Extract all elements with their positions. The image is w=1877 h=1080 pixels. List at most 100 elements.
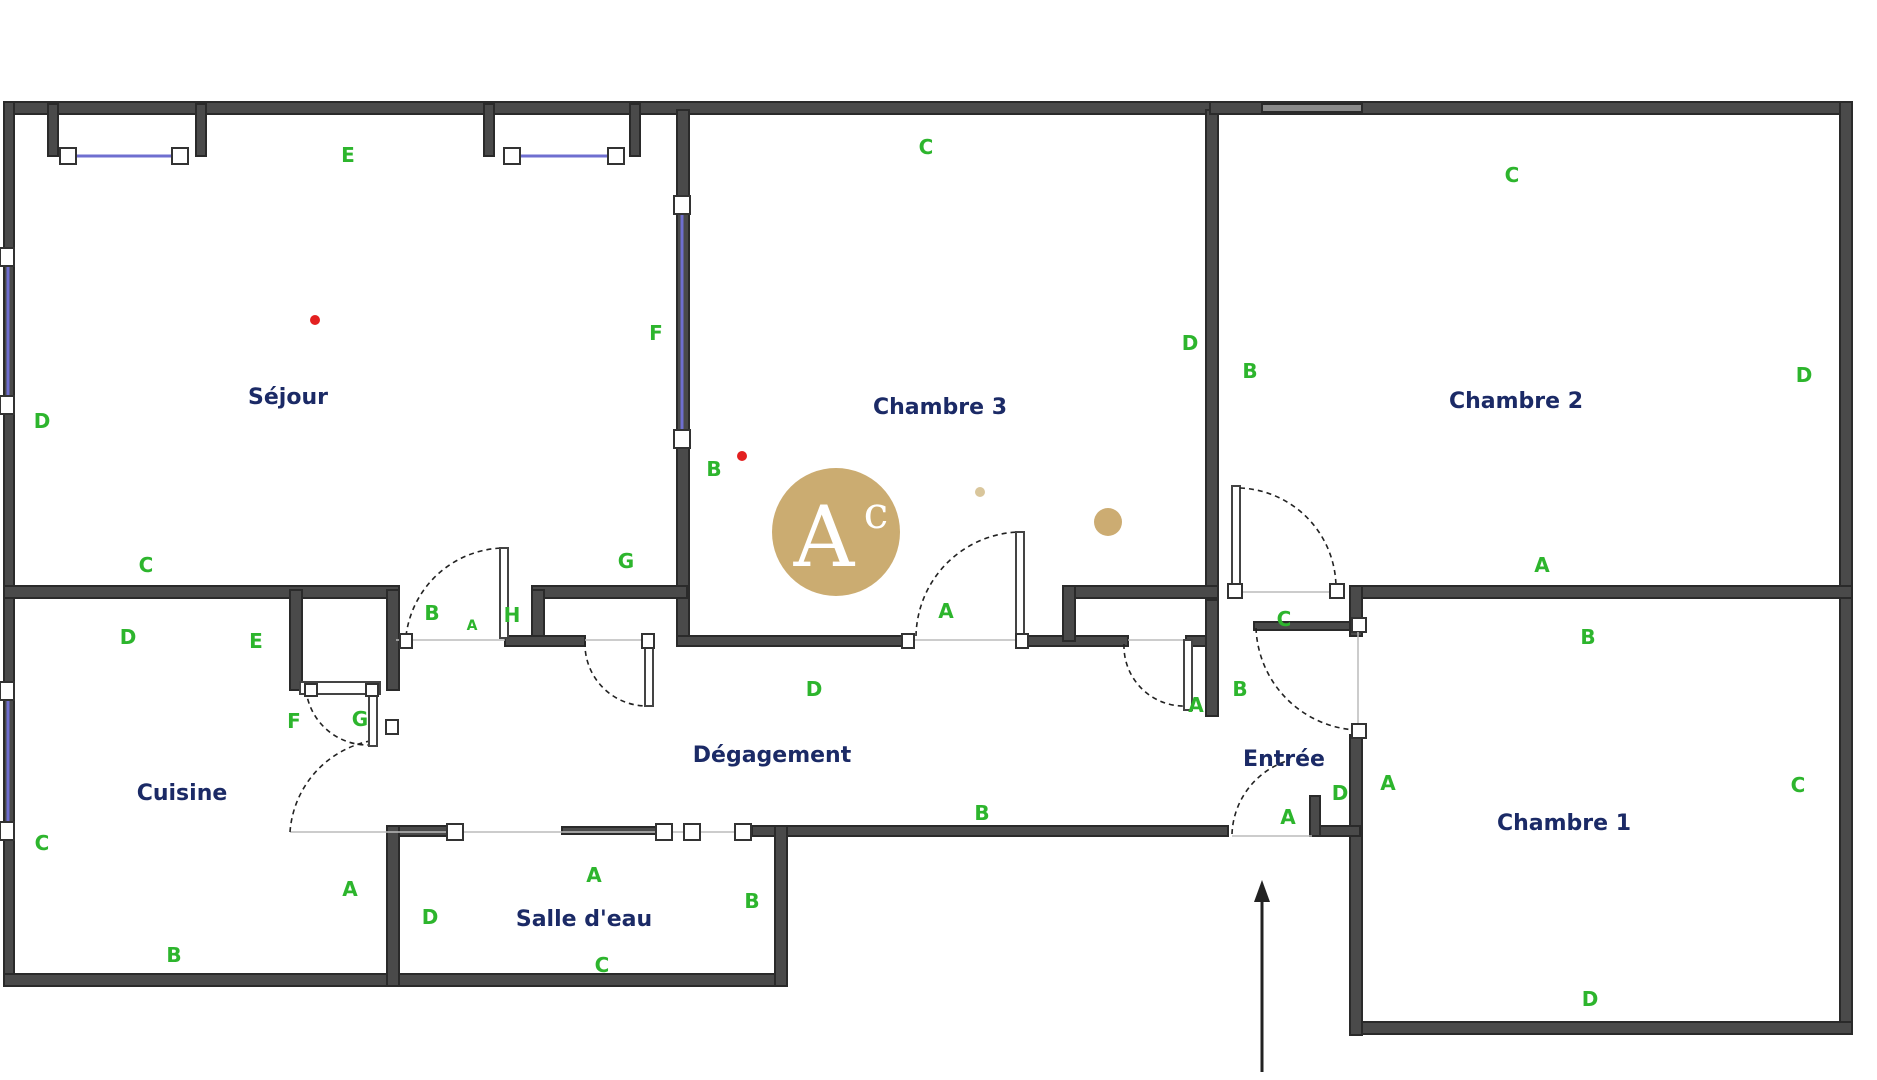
wall-letter: G: [352, 707, 368, 731]
wall-letter: A: [586, 863, 602, 887]
top-band-a: [1209, 101, 1263, 115]
door-leaf-ch2: [1231, 485, 1241, 591]
wall-letter: C: [139, 553, 154, 577]
window-frame: [673, 429, 691, 449]
door-arc-ch2: [1239, 487, 1337, 589]
doors: [289, 485, 1367, 841]
logo-dot-large: [1094, 508, 1122, 536]
door-jamb: [683, 823, 701, 841]
wall-letter: B: [1232, 677, 1247, 701]
wall-entree-top: [1253, 621, 1361, 631]
door-arc-wc: [1123, 643, 1187, 707]
window-frame: [59, 147, 77, 165]
wall-letter: H: [504, 603, 521, 627]
door-jamb: [1351, 723, 1367, 739]
wall-letter: D: [1332, 781, 1349, 805]
top-band-b: [1261, 103, 1363, 113]
door-arc-kitchen: [289, 739, 377, 833]
door-leaf-wc: [1183, 639, 1193, 711]
wall-right: [1839, 101, 1853, 1033]
wall-kitchen-stub: [289, 589, 303, 691]
window-frame: [0, 681, 15, 701]
window-frame: [607, 147, 625, 165]
entrance-arrow: [1254, 880, 1270, 1072]
wall-ch2-bottom: [1349, 585, 1853, 599]
room-label-salle-eau: Salle d'eau: [516, 907, 652, 932]
wall-letter: B: [974, 801, 989, 825]
window-frame: [0, 821, 15, 841]
wall-ch3-ch2: [1205, 109, 1219, 631]
logo-watermark: A c: [772, 468, 1122, 596]
wall-letter: F: [649, 321, 663, 345]
wall-letter: D: [1182, 331, 1199, 355]
marker-dot: [737, 451, 747, 461]
room-label-cuisine: Cuisine: [137, 781, 228, 806]
entrance-arrow-head: [1254, 880, 1270, 902]
wall-letter: C: [1505, 163, 1520, 187]
door-jamb: [399, 633, 413, 649]
window-frame: [0, 395, 15, 415]
room-labels: Séjour Chambre 3 Chambre 2 Chambre 1 Cui…: [137, 385, 1631, 932]
wall-letter: B: [1580, 625, 1595, 649]
wall-left: [3, 101, 15, 987]
door-leaf-corridor: [644, 639, 654, 707]
door-arc-corridor: [584, 641, 647, 707]
wall-letter: C: [1277, 607, 1292, 631]
wall-letter: D: [1796, 363, 1813, 387]
wall-top: [3, 101, 1853, 115]
door-jamb: [1015, 633, 1029, 649]
wall-ch1-left-b: [1349, 734, 1363, 1036]
window-frame: [171, 147, 189, 165]
door-jamb: [641, 633, 655, 649]
marker-dot: [310, 315, 320, 325]
wall-bottom-right: [1356, 1021, 1853, 1035]
door-jamb: [901, 633, 915, 649]
wall-letter: F: [287, 709, 301, 733]
room-label-entree: Entrée: [1243, 747, 1325, 772]
wall-deg-bottom-dark: [561, 826, 661, 835]
wall-letter: B: [1242, 359, 1257, 383]
wall-letter: D: [120, 625, 137, 649]
wall-letter: A: [1188, 693, 1204, 717]
wall-ch3-bottom-c: [1062, 585, 1219, 599]
wall-letter: B: [424, 601, 439, 625]
wall-letter: D: [806, 677, 823, 701]
door-leaf-sejour: [499, 547, 509, 639]
wall-letter: A: [938, 599, 954, 623]
wall-sejour-bottom-a: [3, 585, 400, 599]
wall-letter: E: [341, 143, 355, 167]
wall-ch3-stub: [1062, 585, 1076, 642]
walls: [3, 101, 1853, 1036]
bay-2-left: [483, 103, 495, 157]
door-jamb: [304, 683, 318, 697]
door-jamb: [734, 823, 752, 841]
bay-1-left: [47, 103, 59, 157]
wall-letter: G: [618, 549, 634, 573]
wall-entree-left: [1205, 599, 1219, 717]
wall-deg-bottom: [751, 825, 1229, 837]
door-jamb: [1329, 583, 1345, 599]
wall-letter: A: [1280, 805, 1296, 829]
room-label-chambre1: Chambre 1: [1497, 811, 1631, 836]
wall-letter: A: [1534, 553, 1550, 577]
window-frame: [503, 147, 521, 165]
bay-1-right: [195, 103, 207, 157]
door-arc-sejour: [405, 547, 506, 637]
wall-ch3-bottom-a: [676, 635, 910, 647]
door-arc-ch1: [1255, 627, 1357, 731]
wall-letter: E: [249, 629, 263, 653]
wall-letter: B: [744, 889, 759, 913]
wall-letter: A: [1380, 771, 1396, 795]
wall-sejour-bottom-b: [531, 585, 688, 599]
room-label-degagement: Dégagement: [693, 743, 852, 768]
door-leaf-cupboard: [299, 681, 381, 695]
door-jamb: [446, 823, 464, 841]
wall-entree-stub: [1309, 795, 1321, 837]
door-leaf-ch3: [1015, 531, 1025, 639]
wall-letter: C: [595, 953, 610, 977]
logo-circle: [772, 468, 900, 596]
windows: [0, 147, 691, 841]
door-jamb: [1227, 583, 1243, 599]
door-arc-ch3: [915, 531, 1021, 637]
wall-letters: E D C F B G C D C B D A B C A D D E F G …: [34, 135, 1813, 1011]
